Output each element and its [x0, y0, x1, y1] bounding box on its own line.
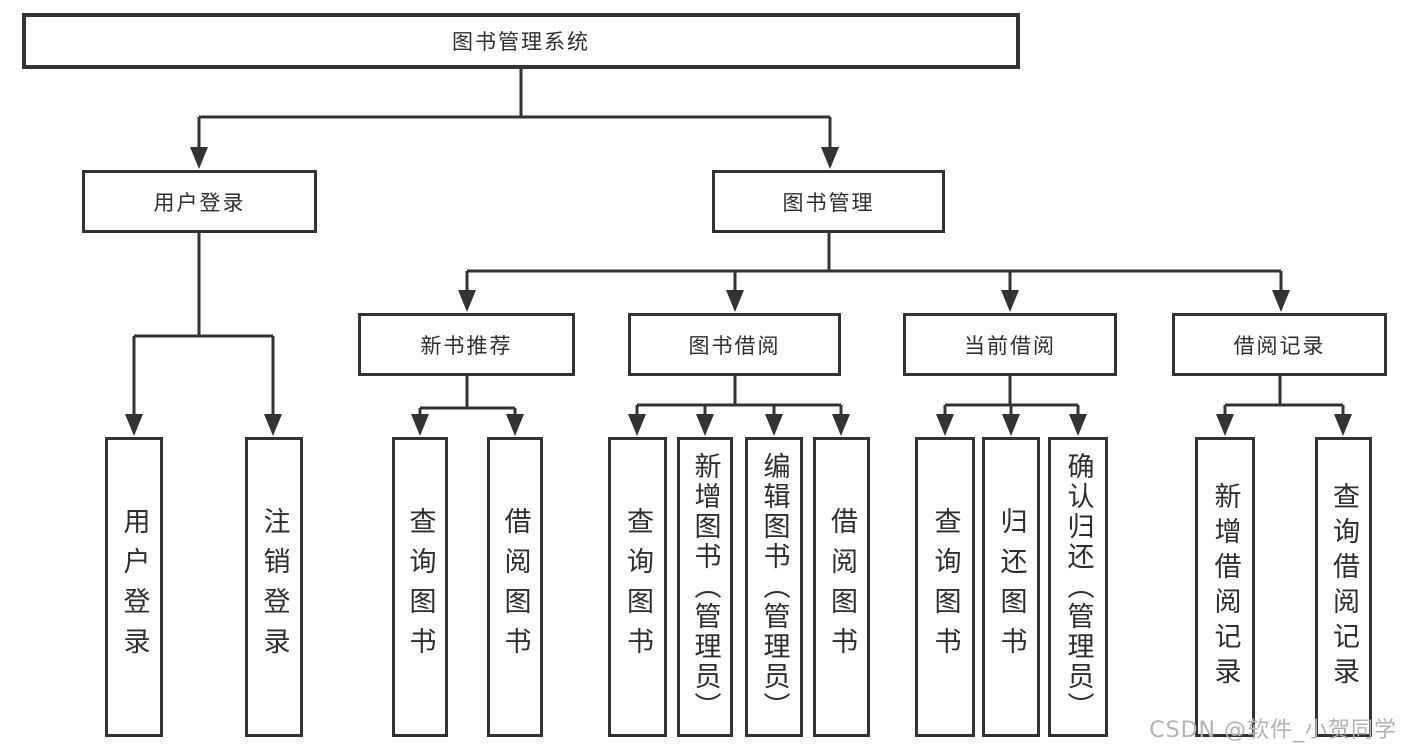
leaf-query-borrow-record: 查询借阅记录 [1315, 437, 1372, 737]
leaf-query-books-current-label: 查询图书 [929, 507, 961, 667]
node-book-borrow: 图书借阅 [628, 313, 841, 376]
leaf-query-books-current: 查询图书 [915, 437, 975, 737]
leaf-edit-book-admin: 编辑图书（管理员） [745, 437, 803, 737]
leaf-add-borrow-record: 新增借阅记录 [1195, 437, 1255, 737]
node-new-book-recommend-label: 新书推荐 [420, 333, 513, 358]
node-root-system: 图书管理系统 [22, 13, 1020, 69]
node-new-book-recommend: 新书推荐 [358, 313, 575, 376]
leaf-return-books-label: 归还图书 [995, 507, 1027, 667]
leaf-query-borrow-record-label: 查询借阅记录 [1328, 482, 1359, 692]
leaf-borrow-books-2-label: 借阅图书 [826, 507, 857, 667]
node-current-borrow: 当前借阅 [903, 313, 1117, 376]
node-user-login-label: 用户登录 [153, 190, 246, 215]
node-user-login: 用户登录 [82, 170, 317, 233]
leaf-logout: 注销登录 [245, 437, 303, 737]
leaf-add-book-admin: 新增图书（管理员） [677, 437, 733, 737]
leaf-add-book-admin-label: 新增图书（管理员） [689, 452, 721, 722]
leaf-confirm-return-admin: 确认归还（管理员） [1048, 437, 1108, 737]
node-book-borrow-label: 图书借阅 [688, 333, 781, 358]
node-borrow-records-label: 借阅记录 [1233, 333, 1326, 358]
leaf-query-books-recommend-label: 查询图书 [404, 507, 436, 667]
node-current-borrow-label: 当前借阅 [964, 333, 1056, 358]
leaf-user-login: 用户登录 [105, 437, 163, 737]
leaf-borrow-books-recommend: 借阅图书 [487, 437, 543, 737]
leaf-user-login-label: 用户登录 [118, 507, 150, 667]
node-book-management: 图书管理 [712, 170, 945, 233]
leaf-logout-label: 注销登录 [258, 507, 290, 667]
csdn-watermark: CSDN @软件_小贺同学 [1149, 718, 1397, 743]
leaf-edit-book-admin-label: 编辑图书（管理员） [758, 452, 790, 722]
leaf-add-borrow-record-label: 新增借阅记录 [1209, 482, 1241, 692]
leaf-confirm-return-admin-label: 确认归还（管理员） [1062, 452, 1094, 722]
node-root-label: 图书管理系统 [452, 30, 590, 54]
leaf-borrow-books-2: 借阅图书 [813, 437, 870, 737]
node-book-management-label: 图书管理 [782, 190, 875, 215]
leaf-query-books-borrow: 查询图书 [608, 437, 667, 737]
leaf-borrow-books-recommend-label: 借阅图书 [499, 507, 531, 667]
node-borrow-records: 借阅记录 [1172, 313, 1387, 376]
leaf-query-books-recommend: 查询图书 [392, 437, 448, 737]
leaf-query-books-borrow-label: 查询图书 [622, 507, 653, 667]
leaf-return-books: 归还图书 [982, 437, 1040, 737]
